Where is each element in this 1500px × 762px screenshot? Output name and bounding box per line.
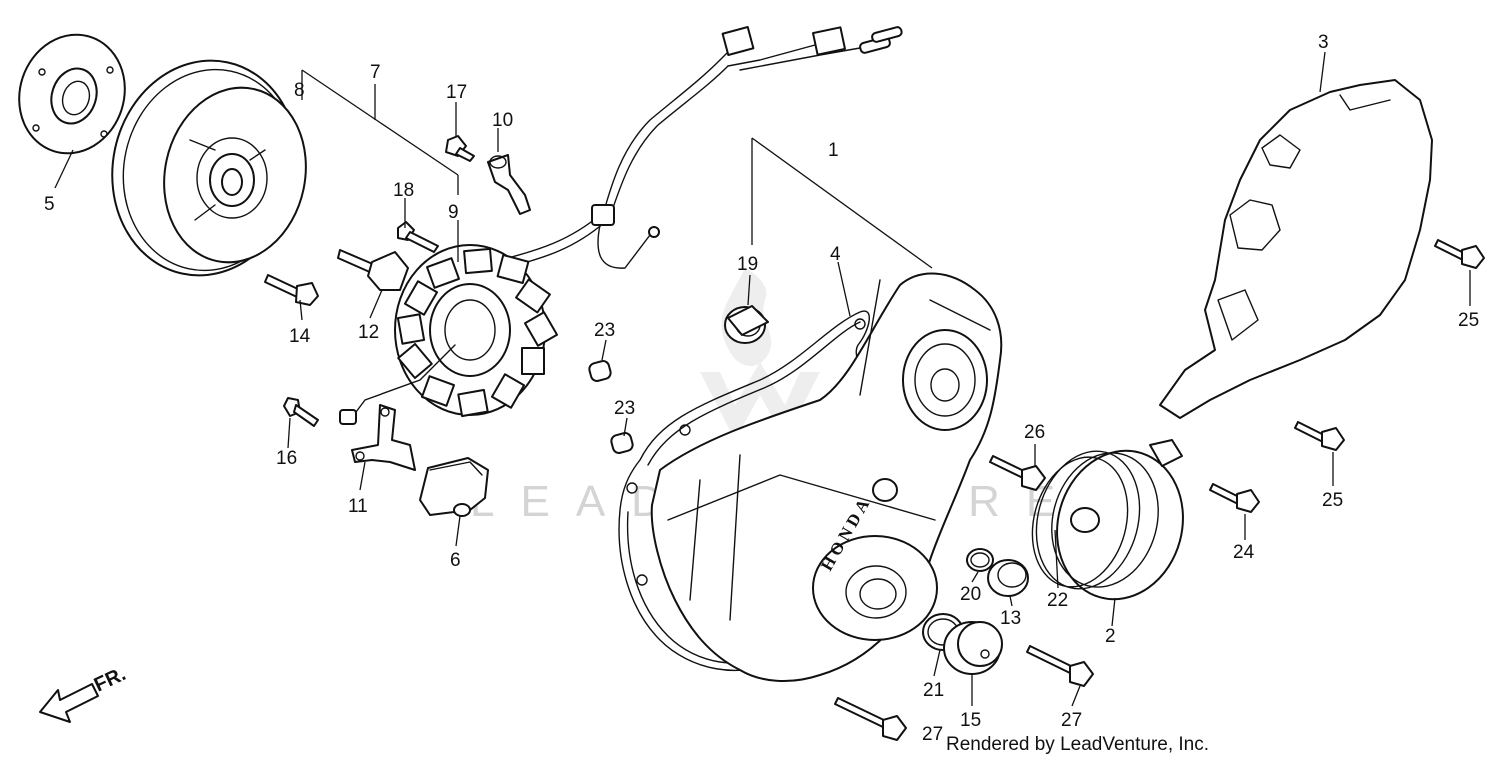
callout-9: 9 [448,202,459,223]
part-11-bracket [351,404,416,471]
part-18-bolt [397,221,439,253]
wire-harness [499,26,903,269]
part-16-bolt [283,397,319,427]
part-1-crankcase-cover: HONDA [650,272,1003,683]
callout-19: 19 [737,254,758,275]
part-15-timing-cap [943,621,1003,675]
callout-3: 3 [1318,32,1329,53]
part-19-bearing [724,305,769,344]
part-8-flywheel [111,59,307,277]
part-13-cap [987,559,1029,597]
callout-27-bottom: 27 [922,724,943,745]
callout-23-lower: 23 [614,398,635,419]
callout-1: 1 [828,140,839,161]
part-25-bolt-lower [1294,421,1345,451]
part-12-bolt [337,249,409,291]
part-14-bolt [264,274,319,306]
part-22-gasket-ring [1031,450,1141,590]
callout-23-upper: 23 [594,320,615,341]
callout-27-right: 27 [1061,710,1082,731]
leader-lines [54,51,1471,707]
callout-18: 18 [393,180,414,201]
part-2-cover-cap [1051,439,1184,601]
callout-11: 11 [348,496,368,517]
callout-7: 7 [370,62,381,83]
part-9-stator [339,244,559,425]
part-5-flywheel-plate [18,33,126,155]
callout-25-lower: 25 [1322,490,1343,511]
callout-26: 26 [1024,422,1045,443]
callout-4: 4 [830,244,841,265]
callout-2: 2 [1105,626,1116,647]
callout-14: 14 [289,326,311,347]
front-direction-indicator: FR. [39,663,129,723]
callout-10: 10 [492,110,513,131]
callout-22: 22 [1047,590,1068,611]
callout-5: 5 [44,194,55,215]
callout-25-upper: 25 [1458,310,1479,331]
part-10-clamp [487,154,531,215]
part-23-dowel-upper [588,360,612,382]
callouts: 5 8 7 9 17 10 18 14 12 16 11 6 19 23 23 … [44,32,1479,745]
callout-13: 13 [1000,608,1021,629]
callout-24: 24 [1233,542,1255,563]
callout-12: 12 [358,322,379,343]
part-20-o-ring [966,548,994,572]
part-24-bolt [1209,483,1260,513]
callout-17: 17 [446,82,467,103]
callout-15: 15 [960,710,981,731]
part-23-dowel-lower [610,432,634,454]
part-25-bolt-upper [1434,239,1485,269]
front-arrow-icon [39,683,99,723]
callout-8: 8 [294,80,305,101]
part-17-bolt [445,135,475,162]
credit-footer: Rendered by LeadVenture, Inc. [946,734,1210,755]
part-3-sprocket-cover [1159,79,1433,419]
part-26-bolt [989,455,1046,491]
part-27-bolt-bottom [834,697,907,741]
callout-21: 21 [923,680,944,701]
callout-20: 20 [960,584,981,605]
callout-6: 6 [450,550,461,571]
part-27-bolt-right [1026,645,1094,687]
part-6-pulse-generator [419,457,489,517]
callout-16: 16 [276,448,297,469]
